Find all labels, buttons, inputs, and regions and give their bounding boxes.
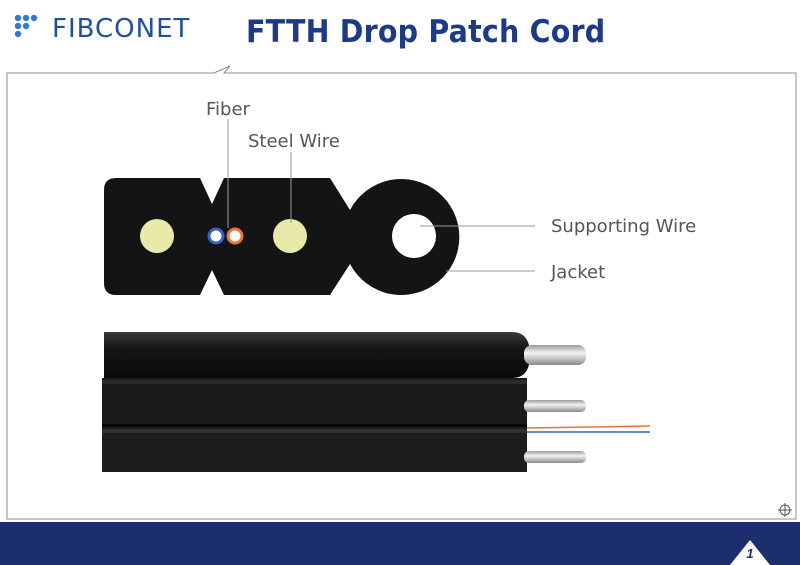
supporting-wire-end <box>524 345 586 365</box>
label-fiber: Fiber <box>206 99 250 120</box>
leader-lines <box>227 119 535 272</box>
page-number: 1 <box>746 546 754 561</box>
company-logo: FIBCONET <box>14 14 190 44</box>
logo-dots-icon <box>14 14 38 38</box>
fiber-orange <box>226 227 244 245</box>
steel-wire-right <box>273 219 307 253</box>
steel-wire-end-bottom <box>524 451 586 463</box>
steel-wire-left <box>140 219 174 253</box>
logo-text: FIBCONET <box>52 14 191 44</box>
slide-title: FTTH Drop Patch Cord <box>246 14 606 50</box>
supporting-wire <box>392 214 436 258</box>
page-badge-icon <box>730 540 770 565</box>
steel-wire-end-top <box>524 400 586 412</box>
footer-bar <box>0 522 800 565</box>
label-steel-wire: Steel Wire <box>248 131 340 152</box>
cable-cross-section <box>104 178 460 296</box>
crosshair-icon <box>778 503 792 517</box>
cable-side-view <box>102 332 651 472</box>
fiber-blue <box>207 227 225 245</box>
label-supporting-wire: Supporting Wire <box>551 216 697 237</box>
slide-header: FIBCONET FTTH Drop Patch Cord <box>0 0 800 66</box>
label-jacket: Jacket <box>551 262 606 283</box>
